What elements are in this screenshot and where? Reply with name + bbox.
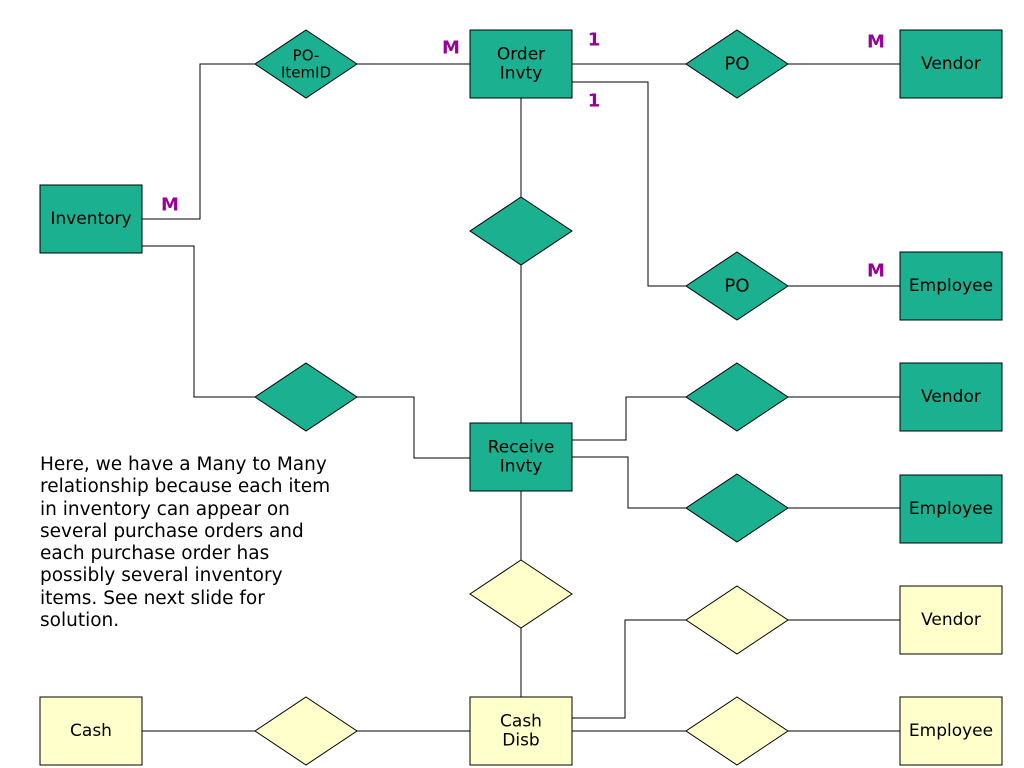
entity-employee-label: Employee [909,276,993,296]
relationship-cashdisb-employee [685,696,789,766]
note-line: items. See next slide for [40,587,265,609]
entity-receive-invty-box [469,422,573,492]
line-receiveinvty-employee-diamond [572,456,686,509]
entity-order-invty-box [469,29,573,99]
note-line: several purchase orders and [40,520,304,542]
relationship-order-receive [469,196,573,266]
relationship-cashdisb-employee-diamond [685,696,789,766]
entity-vendor-label: Vendor [921,387,981,407]
note-line: relationship because each item [40,476,331,498]
entity-vendor-label: Vendor [921,610,981,630]
entity-employee: Employee [899,696,1003,766]
entity-order-invty-label: Invty [500,64,543,84]
relationship-inventory-receive-diamond [254,362,358,432]
relationship-cashdisb-vendor-diamond [685,585,789,655]
entity-employee-box [899,474,1003,544]
relationship-po-vendor-diamond [685,29,789,99]
relationship-po-employee-diamond [685,251,789,321]
line-receiveinvty-vendor-diamond [572,396,686,441]
note-line: in inventory can appear on [40,498,290,520]
note-line: possibly several inventory [40,565,283,587]
note-line: Here, we have a Many to Many [40,454,327,475]
entity-vendor-box [899,29,1003,99]
cardinality-label: M [161,195,179,216]
entity-inventory-box [39,184,143,254]
entity-vendor-label: Vendor [921,54,981,74]
relationship-order-receive-diamond [469,196,573,266]
line-inventory-diamond [142,245,255,398]
entity-receive-invty-label: Invty [500,457,543,477]
entity-vendor: Vendor [899,29,1003,99]
connector-lines [142,63,900,732]
relationship-po-vendor: PO [685,29,789,99]
entity-cash-box [39,696,143,766]
entity-employee-label: Employee [909,499,993,519]
line-cashdisb-vendor-diamond [572,619,686,719]
line-orderinvty-po-employee [572,81,686,287]
relationship-po-itemid-label: PO- [293,47,320,65]
entity-employee: Employee [899,251,1003,321]
relationship-po-employee-label: PO [724,276,749,297]
entity-inventory-label: Inventory [50,209,131,229]
entity-cash: Cash [39,696,143,766]
entity-vendor-box [899,362,1003,432]
cardinality-label: 1 [588,91,601,112]
relationship-receive-vendor [685,362,789,432]
relationship-po-vendor-label: PO [724,54,749,75]
relationship-receive-cashdisb [469,559,573,629]
entity-employee-box [899,251,1003,321]
note-line: solution. [40,610,120,632]
entity-employee-label: Employee [909,721,993,741]
cardinality-label: M [867,32,885,53]
cardinality-label: M [442,38,460,59]
note-line: each purchase order has [40,543,270,565]
entity-inventory: Inventory [39,184,143,254]
relationship-inventory-receive [254,362,358,432]
entity-vendor: Vendor [899,362,1003,432]
relationship-receive-employee [685,473,789,543]
entity-receive-invty-label: Receive [488,437,555,457]
relationship-receive-cashdisb-diamond [469,559,573,629]
entity-cash-disb-box [469,696,573,766]
entity-cash-disb-label: Cash [500,711,542,731]
line-inventory-poitemid [142,63,255,220]
relationship-po-employee: PO [685,251,789,321]
relationship-po-itemid-label: ItemID [281,63,331,81]
relationship-cash-cashdisb [254,696,358,766]
explanation-note: Here, we have a Many to Many relationshi… [40,454,380,632]
relationship-cash-cashdisb-diamond [254,696,358,766]
cardinality-label: M [867,261,885,282]
entity-employee-box [899,696,1003,766]
entity-vendor-box [899,585,1003,655]
relationship-receive-employee-diamond [685,473,789,543]
relationship-po-itemid-diamond [254,29,358,99]
entity-cash-disb-label: Disb [502,731,539,751]
line-diamond-receiveinvty-left [357,396,470,459]
entity-vendor: Vendor [899,585,1003,655]
cardinality-label: 1 [588,30,601,51]
entity-employee: Employee [899,474,1003,544]
entity-order-invty-label: Order [497,44,545,64]
relationship-receive-vendor-diamond [685,362,789,432]
relationship-cashdisb-vendor [685,585,789,655]
relationship-po-itemid: PO-ItemID [254,29,358,99]
entity-cash-label: Cash [70,721,112,741]
